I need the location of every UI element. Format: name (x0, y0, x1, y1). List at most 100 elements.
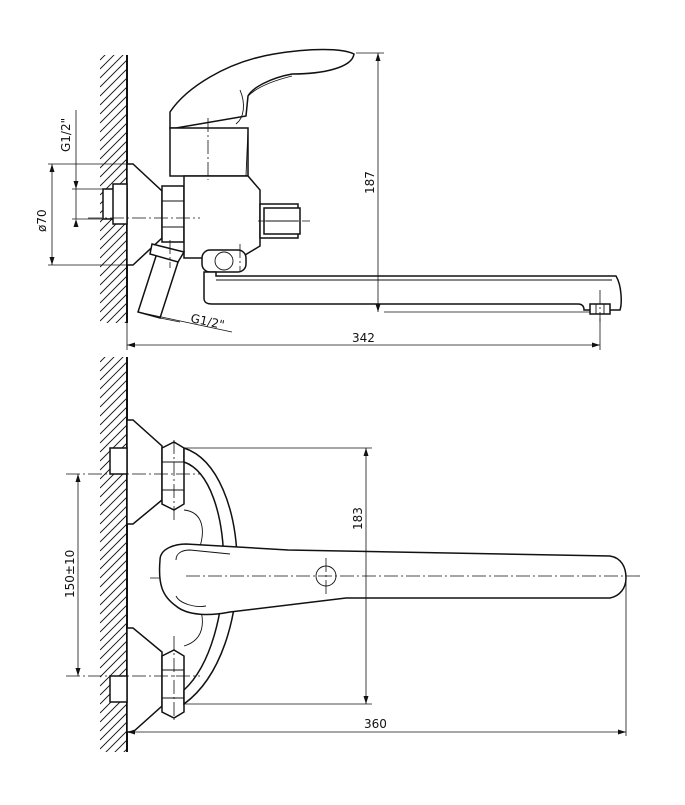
dim-diameter (48, 163, 130, 266)
wall-hatch-line (100, 86, 127, 115)
wall-hatch-line (100, 239, 127, 268)
mixer-body-side (183, 175, 261, 259)
wall-hatch-line (100, 505, 127, 534)
wall-hatch-line (100, 370, 127, 399)
diameter-label: ø70 (35, 209, 49, 232)
spout-swivel (201, 249, 247, 273)
wall-hatch-line (100, 550, 127, 579)
lever-handle-top (158, 543, 627, 616)
wall-hatch-line (100, 266, 127, 295)
wall-hatch-line (100, 559, 127, 588)
wall-hatch-line (106, 302, 127, 323)
wall-hatch-line (100, 586, 127, 615)
dim-reach-top (126, 580, 627, 736)
hex-nut-upper (161, 441, 185, 511)
wall-hatch-line (100, 478, 127, 507)
wall-hatch-line (100, 703, 127, 732)
wall-hatch-line (100, 496, 127, 525)
wall-hatch-line (100, 357, 115, 372)
wall-hatch-line (100, 293, 127, 322)
dim-thread-top (72, 110, 113, 227)
wall-hatch-line (100, 149, 127, 178)
wall-hatch-line (100, 55, 115, 70)
wall-hatch-line (100, 514, 127, 543)
wall-hatch-line (100, 397, 127, 426)
wall-hatch-line (100, 230, 127, 259)
wall-hatch-line (100, 357, 124, 381)
wall-hatch-line (100, 721, 127, 750)
wall-hatch-line (100, 631, 127, 660)
wall-flange-lower (126, 627, 163, 733)
wall-hatch-line (100, 424, 127, 453)
lever-handle-side (169, 48, 355, 129)
wall-hatch-line (100, 712, 127, 741)
dim-height-side (356, 52, 590, 313)
wall-hatch-line (100, 357, 106, 363)
wall-hatch-line (115, 311, 127, 323)
wall-hatch-line (100, 649, 127, 678)
wall-hatch-line (100, 221, 127, 250)
wall-bottom (100, 317, 128, 800)
height-top-label: 183 (351, 507, 365, 530)
reach-top-label: 360 (364, 717, 387, 731)
reach-side-label: 342 (352, 331, 375, 345)
wall-hatch-line (100, 131, 127, 160)
wall-hatch-line (105, 730, 127, 752)
thread-top-label: G1/2" (59, 118, 73, 152)
wall-hatch-line (100, 776, 127, 800)
hex-nut-lower (161, 649, 185, 719)
dim-thread-bottom (137, 311, 233, 333)
thread-bottom-label: G1/2" (189, 311, 225, 332)
wall-hatch-line (114, 739, 127, 752)
wall-hatch-line (123, 748, 127, 752)
wall-hatch-line (100, 55, 106, 61)
wall-hatch-line (100, 284, 127, 313)
wall-hatch-line (100, 15, 127, 42)
spout-side (203, 271, 622, 311)
wall-hatch-line (100, 568, 127, 597)
wall-flange-upper (126, 419, 163, 525)
wall-hatch-line (100, 388, 127, 417)
wall-hatch-line (100, 541, 127, 570)
dim-spacing (75, 474, 81, 676)
wall-hatch-line (100, 248, 127, 277)
wall-hatch-line (100, 357, 127, 384)
wall-hatch-line (100, 379, 127, 408)
wall-hatch-line (100, 95, 127, 124)
wall-hatch-line (100, 658, 127, 687)
wall-hatch-line (100, 257, 127, 286)
wall-hatch-line (100, 330, 127, 357)
dim-reach-side (126, 318, 601, 350)
wall-hatch-line (100, 77, 127, 106)
hex-nut-side (161, 185, 185, 243)
wall-hatch-line (100, 622, 127, 651)
wall-hatch-line (100, 406, 127, 435)
wall-hatch-line (100, 532, 127, 561)
wall-hatch-line (100, 122, 127, 151)
wall-hatch-line (124, 320, 127, 323)
wall-hatch-line (100, 758, 127, 785)
wall-hatch-line (100, 767, 127, 794)
wall-hatch-line (100, 140, 127, 169)
wall-hatch-line (100, 113, 127, 142)
wall-hatch-line (100, 415, 127, 444)
wall-hatch-line (100, 158, 127, 187)
wall-hatch-line (100, 59, 127, 88)
wall-hatch-line (100, 326, 127, 353)
wall-hatch-line (100, 55, 124, 79)
wall-hatch-line (100, 523, 127, 552)
spacing-label: 150±10 (63, 550, 77, 598)
cartridge-head (169, 127, 249, 177)
wall-hatch-line (100, 595, 127, 624)
wall-hatch-line (100, 68, 127, 97)
wall-hatch-line (100, 339, 127, 366)
wall-hatch-line (100, 613, 127, 642)
height-side-label: 187 (363, 171, 377, 194)
wall-hatch-line (100, 361, 127, 390)
dim-height-top (184, 447, 372, 705)
wall-hatch-line (100, 640, 127, 669)
wall-hatch-line (100, 317, 127, 344)
wall-hatch-line (100, 785, 127, 800)
wall-hatch-line (100, 487, 127, 516)
